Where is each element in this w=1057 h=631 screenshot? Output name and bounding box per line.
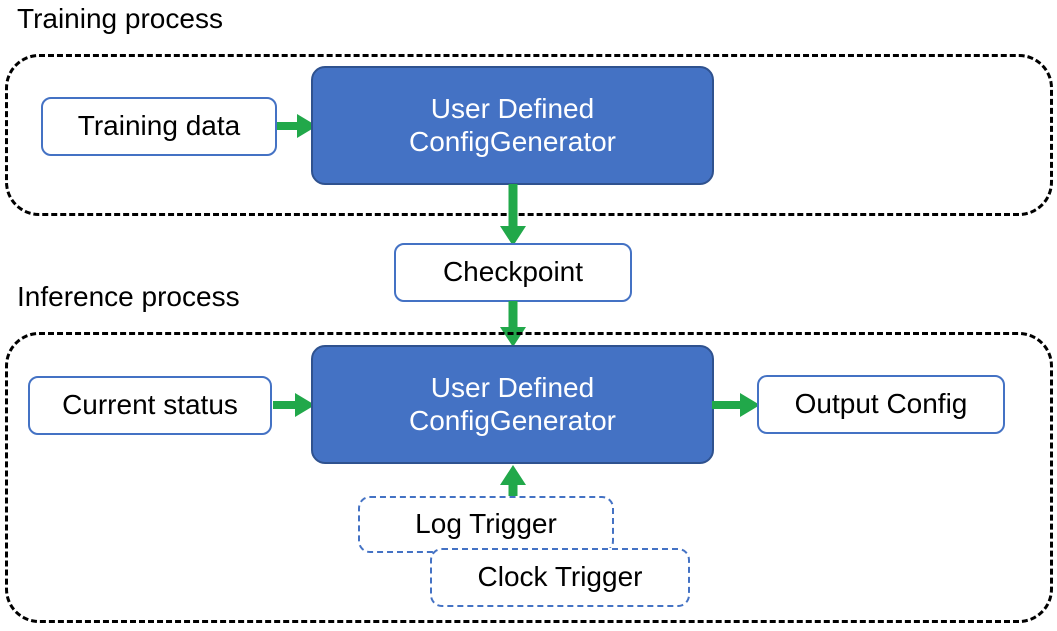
node-training-data[interactable]: Training data [41,97,277,156]
node-training-config-generator-line1: User Defined [430,93,595,125]
inference-process-container [5,332,1053,623]
node-inference-config-generator-line2: ConfigGenerator [408,404,616,436]
node-log-trigger[interactable]: Log Trigger [358,496,614,553]
training-process-container [5,54,1053,216]
node-training-config-generator-label: User Defined ConfigGenerator [409,93,616,157]
node-inference-config-generator[interactable]: User Defined ConfigGenerator [311,345,714,464]
node-current-status[interactable]: Current status [28,376,272,435]
node-inference-config-generator-line1: User Defined [430,372,595,404]
node-checkpoint-label: Checkpoint [442,256,584,288]
node-training-config-generator[interactable]: User Defined ConfigGenerator [311,66,714,185]
training-process-label: Training process [17,3,223,34]
node-clock-trigger-label: Clock Trigger [477,561,643,593]
node-current-status-label: Current status [62,389,238,421]
node-training-data-label: Training data [77,110,241,142]
inference-process-label: Inference process [17,281,240,312]
node-output-config-label: Output Config [794,388,968,420]
node-inference-config-generator-label: User Defined ConfigGenerator [409,372,616,436]
node-training-config-generator-line2: ConfigGenerator [408,125,616,157]
node-output-config[interactable]: Output Config [757,375,1005,434]
node-clock-trigger[interactable]: Clock Trigger [430,548,690,607]
node-checkpoint[interactable]: Checkpoint [394,243,632,302]
node-log-trigger-label: Log Trigger [415,508,557,540]
